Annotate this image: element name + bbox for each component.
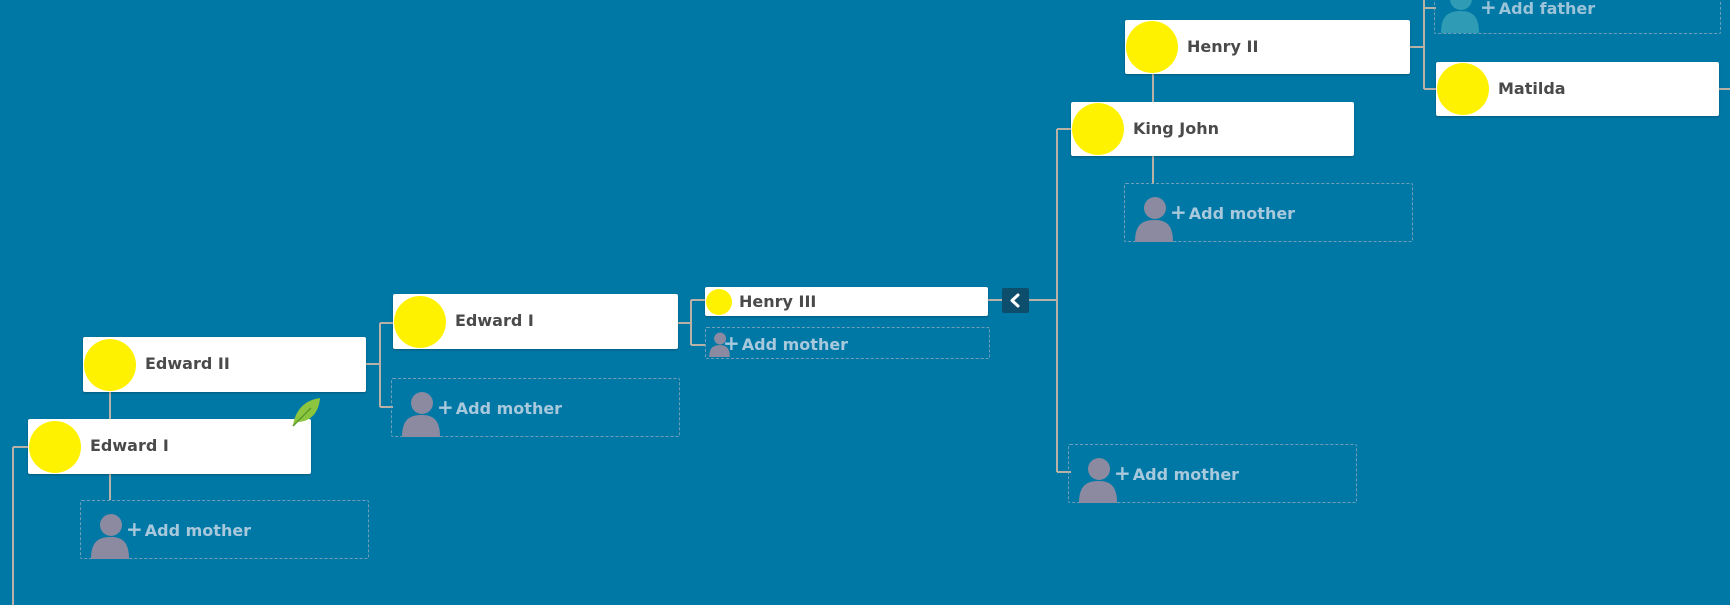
person-name: Edward II [145,354,230,373]
person-card-henry-iii[interactable]: Henry III [705,287,988,316]
person-card-edward-i-root[interactable]: Edward I [28,419,311,474]
add-mother-placeholder[interactable]: +Add mother [1124,183,1413,242]
person-silhouette-icon [1441,0,1479,33]
add-father-label: +Add father [1480,0,1596,19]
person-name: Matilda [1498,79,1566,98]
person-name: Henry III [739,292,817,311]
add-mother-placeholder[interactable]: +Add mother [1068,444,1357,503]
avatar [394,296,446,348]
person-name: Edward I [90,436,169,455]
person-silhouette-icon [709,332,730,357]
chevron-left-icon [1010,293,1020,308]
leaf-icon[interactable] [289,396,323,428]
avatar [84,339,136,391]
person-name: Edward I [455,311,534,330]
person-name: Henry II [1187,37,1259,56]
person-silhouette-icon [1079,458,1117,503]
person-card-edward-ii[interactable]: Edward II [83,337,366,392]
collapse-ancestors-button[interactable] [1002,288,1029,313]
person-silhouette-icon [402,392,440,437]
add-mother-label: +Add mother [1114,461,1240,485]
add-mother-placeholder[interactable]: +Add mother [391,378,680,437]
person-card-henry-ii[interactable]: Henry II [1125,20,1410,74]
add-mother-label: +Add mother [1170,200,1296,224]
avatar [1437,63,1489,115]
add-mother-placeholder[interactable]: +Add mother [80,500,369,559]
avatar [1126,21,1178,73]
add-mother-label: +Add mother [437,395,563,419]
add-mother-label: +Add mother [723,331,849,355]
person-card-edward-i[interactable]: Edward I [393,294,678,349]
add-mother-label: +Add mother [126,517,252,541]
person-silhouette-icon [91,514,129,559]
add-father-placeholder[interactable]: +Add father [1434,0,1721,34]
avatar [1072,103,1124,155]
person-name: King John [1133,119,1220,138]
add-mother-placeholder[interactable]: +Add mother [705,327,990,359]
avatar [29,421,81,473]
avatar [706,289,732,315]
person-card-king-john[interactable]: King John [1071,102,1354,156]
person-silhouette-icon [1135,197,1173,242]
person-card-matilda[interactable]: Matilda [1436,62,1719,116]
